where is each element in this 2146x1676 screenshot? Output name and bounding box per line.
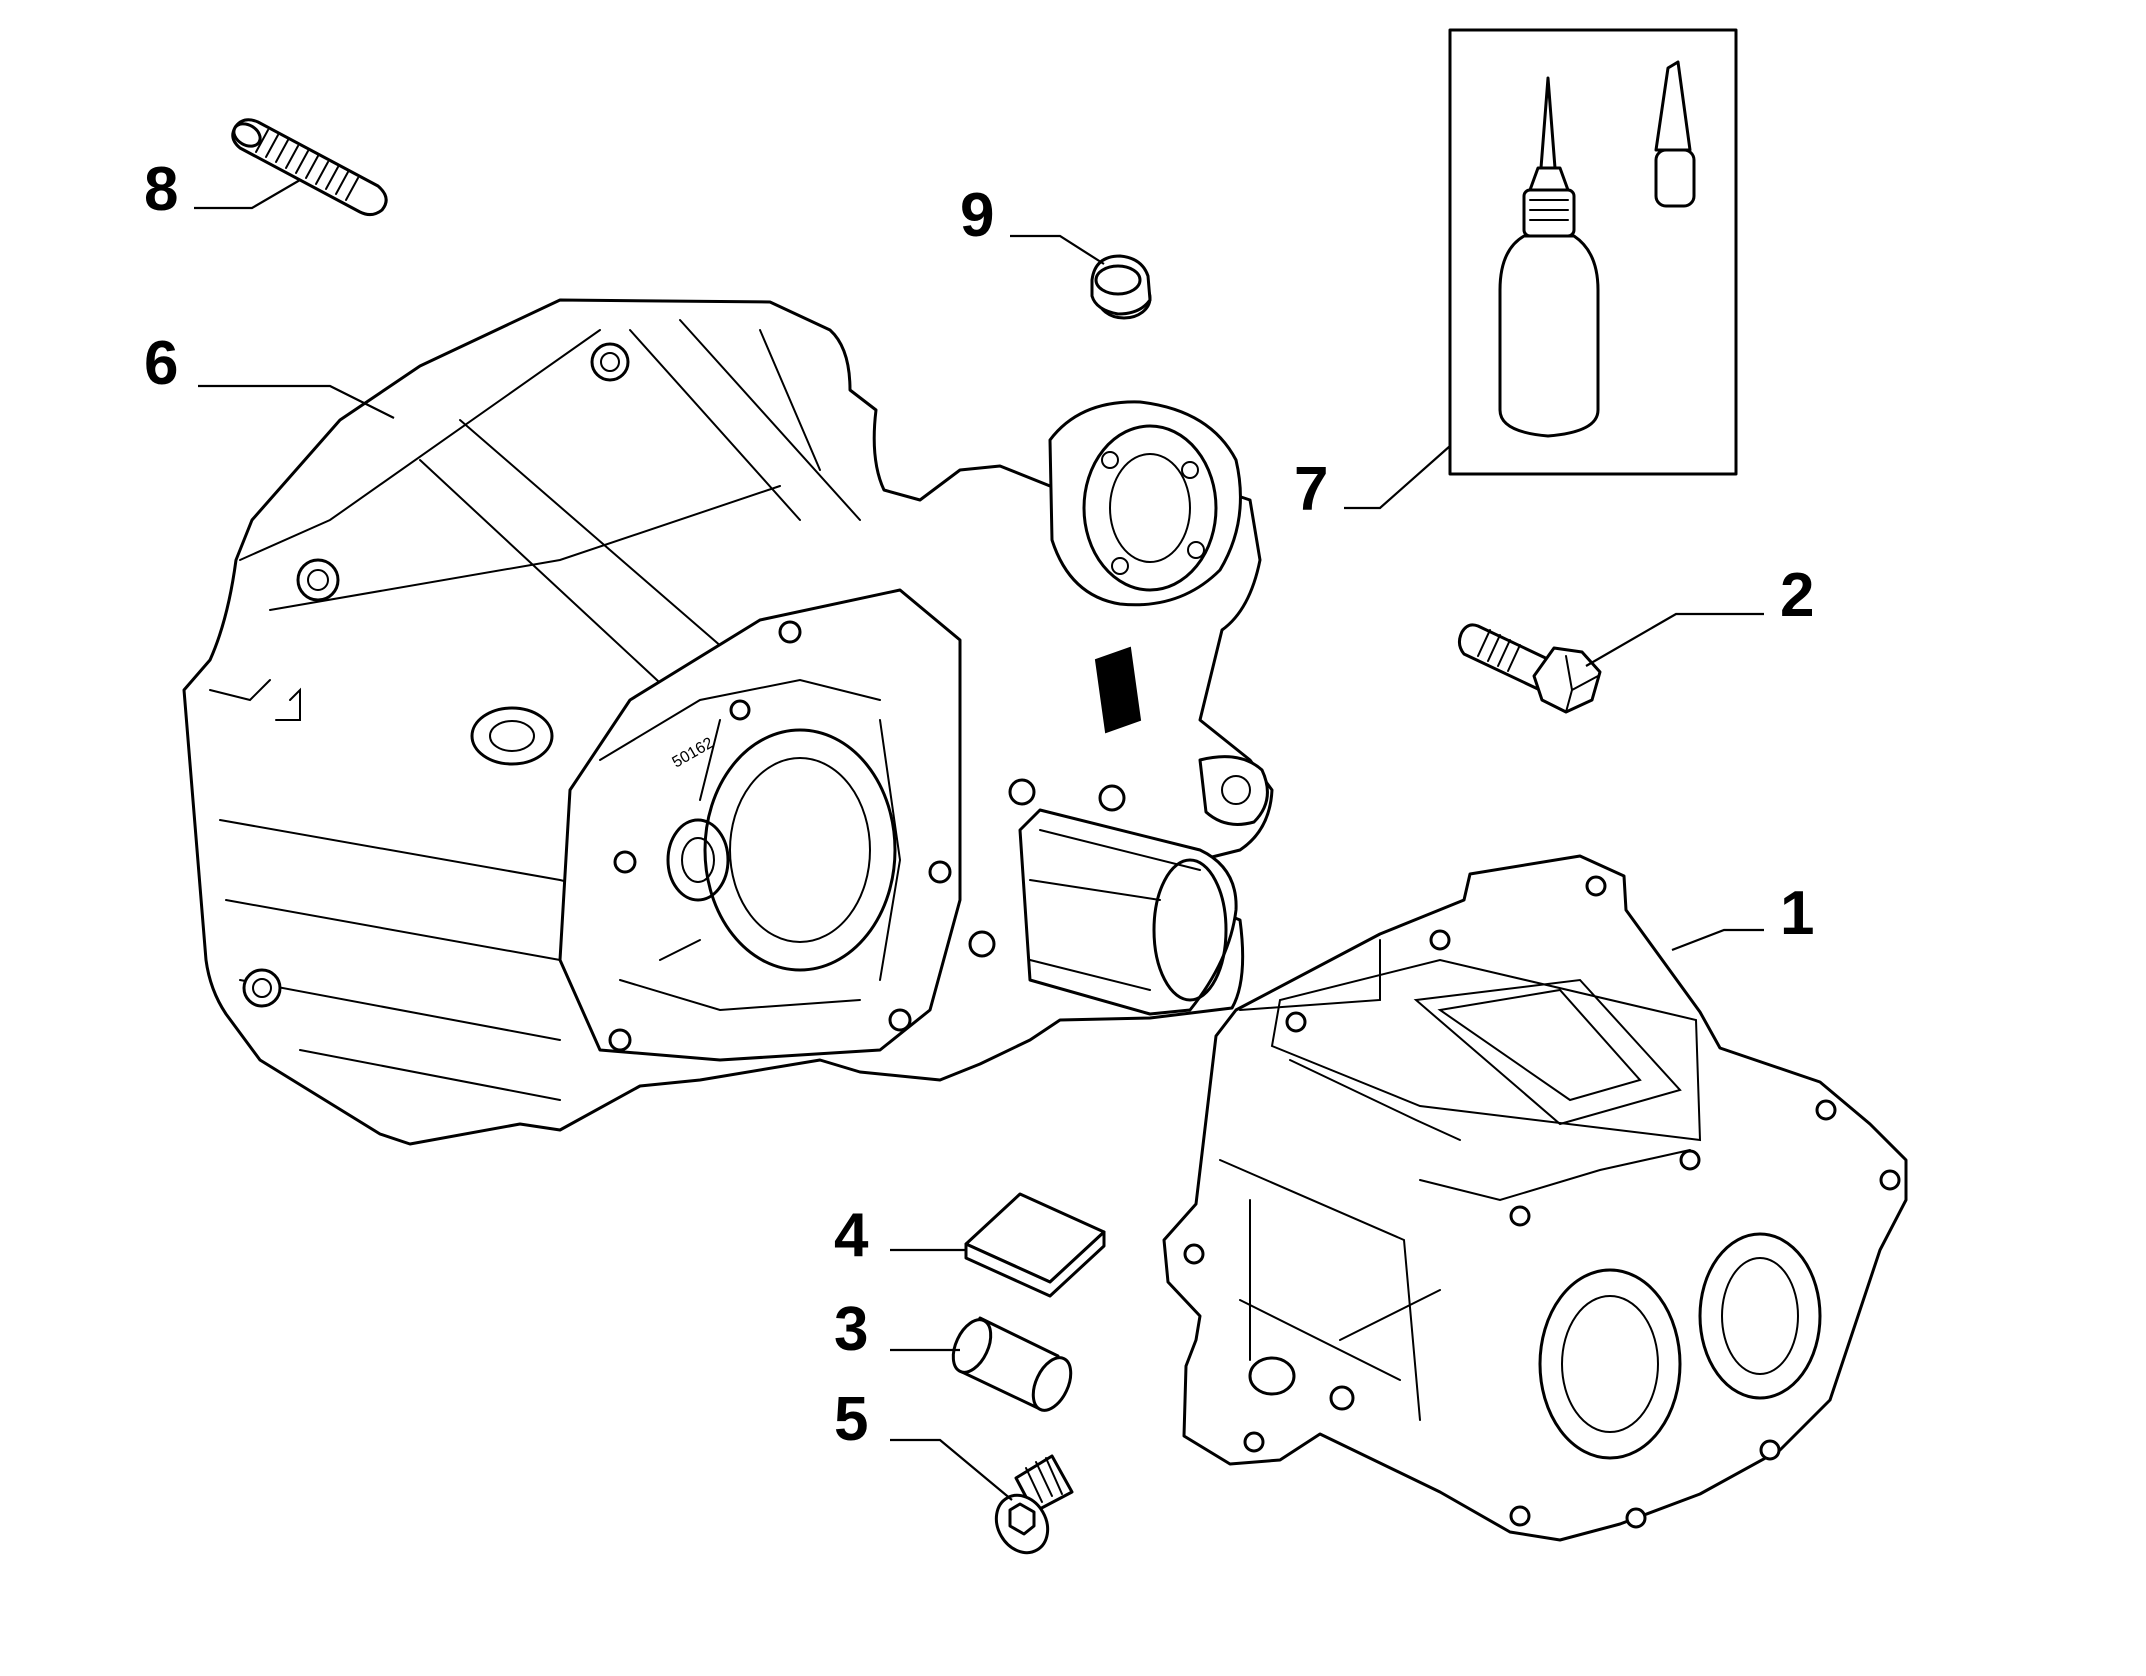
part-9-plug bbox=[1090, 254, 1152, 320]
callout-5: 5 bbox=[834, 1385, 868, 1454]
callout-7: 7 bbox=[1294, 455, 1328, 524]
part-3-dowel bbox=[951, 1316, 1073, 1412]
callout-9: 9 bbox=[960, 181, 994, 250]
part-4-shim bbox=[964, 1192, 1106, 1298]
leader-lines bbox=[194, 179, 1764, 1501]
callout-4: 4 bbox=[834, 1201, 869, 1270]
callout-1: 1 bbox=[1780, 879, 1814, 948]
part-7-sealant-kit bbox=[1448, 28, 1738, 476]
callout-2: 2 bbox=[1780, 561, 1814, 630]
callout-6: 6 bbox=[144, 329, 178, 398]
part-6-gearbox-housing: 50162 bbox=[182, 298, 1274, 1146]
callout-numbers: 1 2 3 4 5 6 7 8 9 bbox=[144, 155, 1814, 1454]
part-8-stud bbox=[231, 118, 388, 217]
callout-8: 8 bbox=[144, 155, 178, 224]
callout-3: 3 bbox=[834, 1295, 868, 1364]
part-1-gearbox-casing bbox=[1162, 854, 1908, 1542]
part-5-socket-plug bbox=[994, 1454, 1074, 1555]
part-2-hex-bolt bbox=[1457, 623, 1602, 714]
